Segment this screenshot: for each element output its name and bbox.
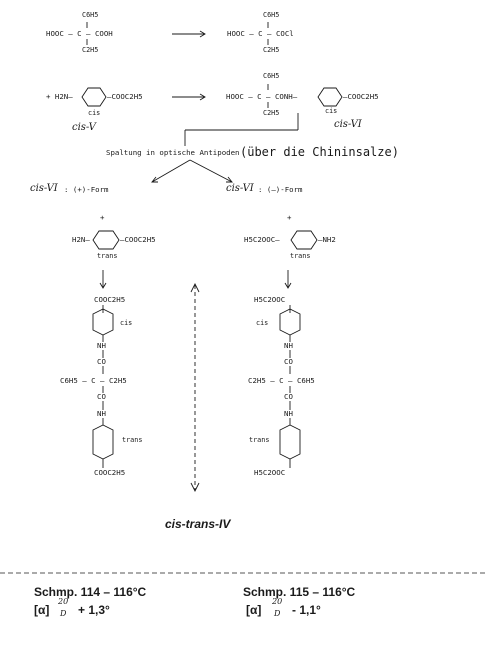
carbonyl-group: CO — [284, 357, 293, 366]
product-formula-right: –COOC2H5 — [343, 92, 379, 101]
left-rotation-value: + 1,3° — [78, 603, 110, 617]
quaternary-carbon-row: C2H5 – C – C6H5 — [248, 376, 315, 385]
cis-label: cis — [120, 319, 133, 327]
left-form-sign: : (+)-Form — [64, 185, 109, 194]
compound-caption: cis-trans-IV — [165, 517, 231, 531]
carbonyl-group: CO — [284, 392, 293, 401]
left-form-label: cis-VI — [30, 183, 58, 194]
plus-sign: + — [100, 213, 105, 222]
sodium-d-subscript: D — [274, 609, 281, 618]
cyclohexane-ring — [81, 87, 107, 107]
sodium-d-subscript: D — [60, 609, 67, 618]
left-ester: –COOC2H5 — [120, 235, 156, 244]
right-form-sign: : (–)-Form — [258, 185, 303, 194]
ethyl-substituent: C2H5 — [263, 46, 280, 54]
cis-label: cis — [325, 107, 338, 115]
right-melting-point: Schmp. 115 – 116°C — [243, 585, 356, 599]
trans-label: trans — [122, 436, 143, 444]
ethyl-substituent: C2H5 — [82, 46, 99, 54]
cis-label: cis — [256, 319, 269, 327]
amine-reagent-left: + H2N– — [46, 92, 73, 101]
ethyl-substituent: C2H5 — [263, 109, 280, 117]
cis-label: cis — [88, 109, 101, 117]
product-formula-left: HOOC – C – CONH– — [226, 92, 298, 101]
trans-label: trans — [97, 252, 118, 260]
left-bottom-ester: COOC2H5 — [94, 468, 126, 477]
trans-label: trans — [290, 252, 311, 260]
plus-sign: + — [287, 213, 292, 222]
nh-group: NH — [97, 409, 106, 418]
carbonyl-group: CO — [97, 357, 106, 366]
temperature-superscript: 20 — [58, 597, 69, 606]
quaternary-carbon-row: C6H5 – C – C2H5 — [60, 376, 127, 385]
right-ester: H5C2OOC– — [244, 235, 280, 244]
left-amine: H2N– — [72, 235, 90, 244]
right-bottom-ester: H5C2OOC — [254, 468, 286, 477]
nh-group: NH — [284, 341, 293, 350]
acid-chloride-formula: HOOC – C – COCl — [227, 29, 294, 38]
compound-label-cis-v: cis-V — [72, 122, 96, 133]
temperature-superscript: 20 — [272, 597, 283, 606]
right-rotation-value: - 1,1° — [292, 603, 321, 617]
compound-label-cis-vi: cis-VI — [334, 119, 362, 130]
left-top-ester: COOC2H5 — [94, 295, 126, 304]
phenyl-substituent: C6H5 — [82, 11, 99, 19]
right-amine: –NH2 — [318, 235, 336, 244]
trans-label: trans — [249, 436, 270, 444]
right-top-ester: H5C2OOC — [254, 295, 286, 304]
left-melting-point: Schmp. 114 – 116°C — [34, 585, 147, 599]
phenyl-substituent: C6H5 — [263, 11, 280, 19]
right-rotation-label: [α] — [246, 603, 262, 617]
carbonyl-group: CO — [97, 392, 106, 401]
right-form-label: cis-VI — [226, 183, 254, 194]
nh-group: NH — [97, 341, 106, 350]
amine-reagent-right: –COOC2H5 — [107, 92, 143, 101]
malonic-acid-formula: HOOC – C – COOH — [46, 29, 113, 38]
left-rotation-label: [α] — [34, 603, 50, 617]
resolution-text: Spaltung in optische Antipoden — [106, 148, 240, 157]
phenyl-substituent: C6H5 — [263, 72, 280, 80]
resolution-note: (über die Chininsalze) — [240, 145, 399, 159]
nh-group: NH — [284, 409, 293, 418]
